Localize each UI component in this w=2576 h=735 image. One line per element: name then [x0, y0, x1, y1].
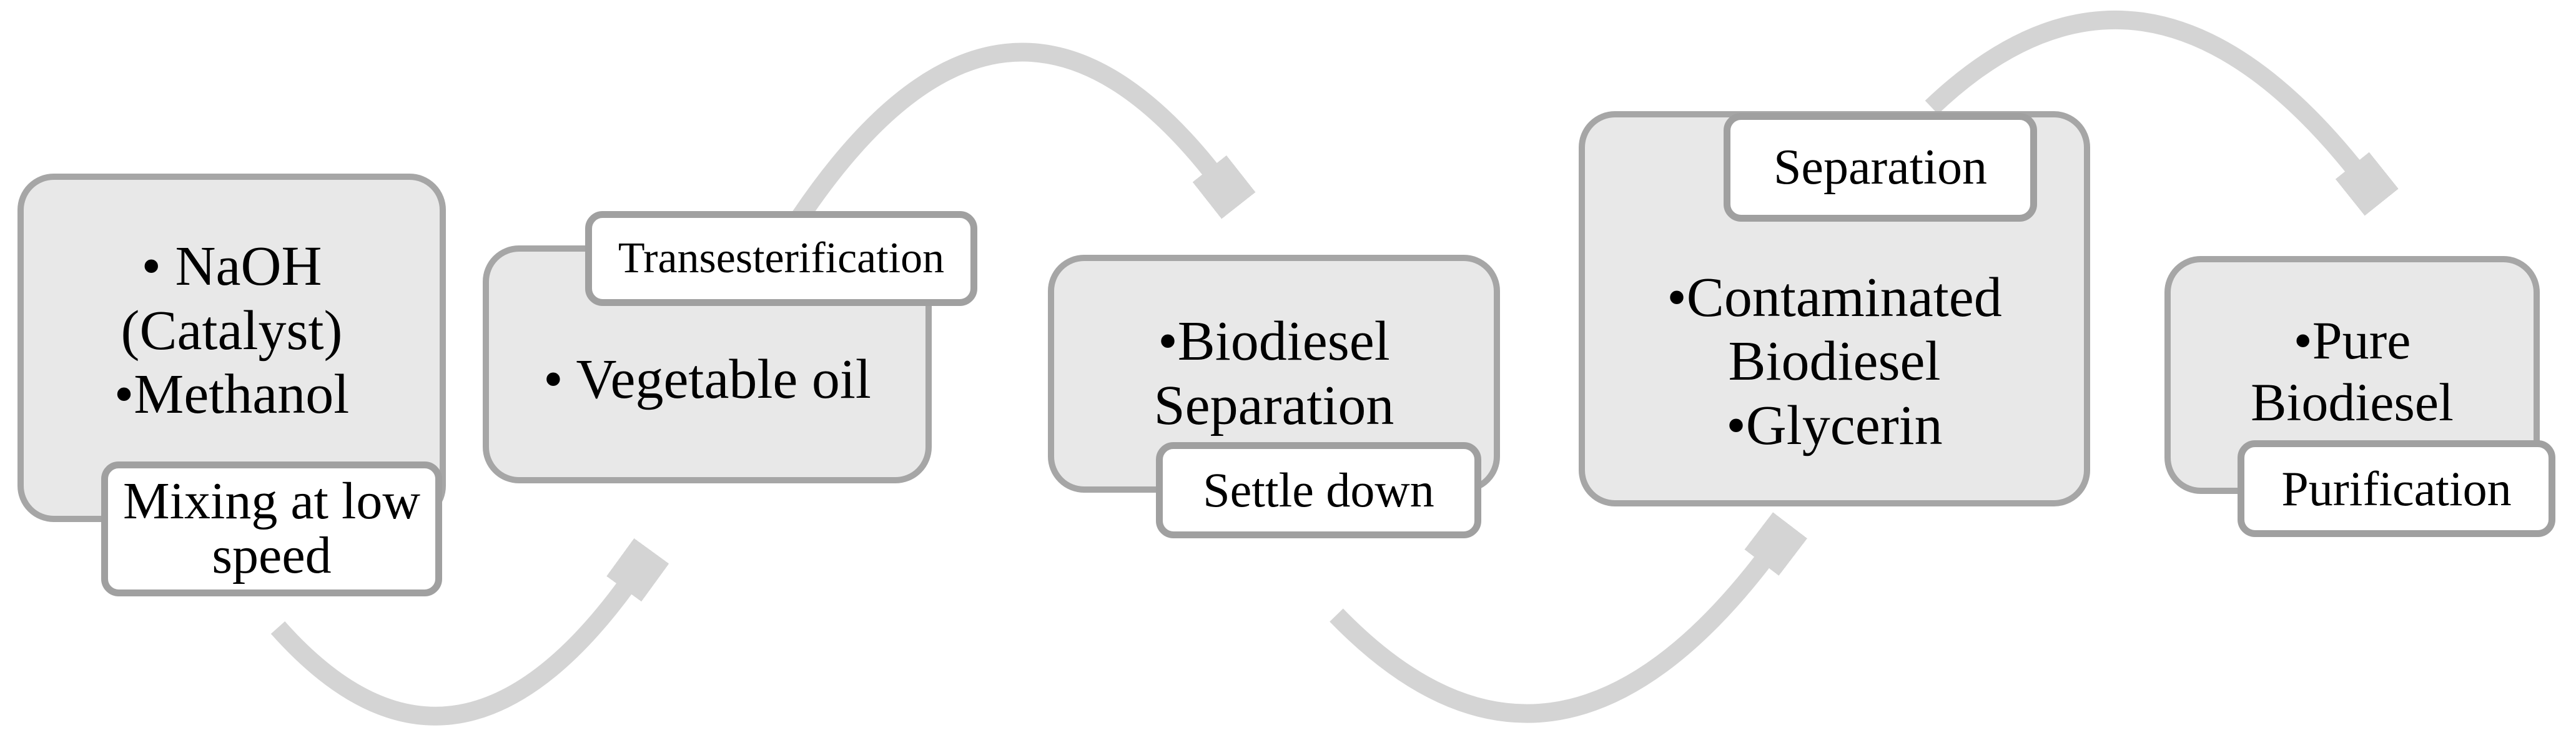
stage-label-text: Separation	[1773, 139, 1988, 195]
stage-mixing-label: Mixing at low speed	[101, 461, 442, 596]
stage-settle-down-label: Settle down	[1156, 442, 1481, 538]
curved-arrow-2	[790, 42, 1213, 225]
bullet-line: • NaOH	[141, 235, 322, 297]
bullet-line: • Vegetable oil	[543, 348, 871, 411]
stage-purification-label: Purification	[2238, 440, 2555, 537]
curved-arrow-3	[1330, 558, 1765, 723]
stage-label-text: Settle down	[1203, 463, 1434, 517]
bullet-line: Biodiesel	[1728, 330, 1941, 393]
stage-label-text: Transesterification	[618, 234, 945, 282]
bullet-line: •Glycerin	[1726, 394, 1943, 456]
bullet-line: •Methanol	[114, 363, 350, 426]
bullet-line: Biodiesel	[2251, 372, 2454, 432]
curved-arrow-4	[1925, 10, 2356, 170]
bullet-line: •Contaminated	[1667, 266, 2002, 328]
stage-separation-label: Separation	[1724, 113, 2037, 222]
bullet-line: •Biodiesel	[1158, 310, 1390, 372]
bullet-line: Separation	[1153, 374, 1394, 437]
bullet-line: (Catalyst)	[121, 299, 343, 362]
stage-transesterification-label: Transesterification	[585, 211, 977, 306]
stage-mixing-content-box: • NaOH (Catalyst) •Methanol	[17, 174, 446, 522]
bullet-line: •Pure	[2293, 310, 2411, 371]
stage-label-text: Mixing at low speed	[123, 472, 420, 585]
curved-arrow-1	[270, 584, 628, 726]
stage-label-text: Purification	[2281, 461, 2512, 516]
